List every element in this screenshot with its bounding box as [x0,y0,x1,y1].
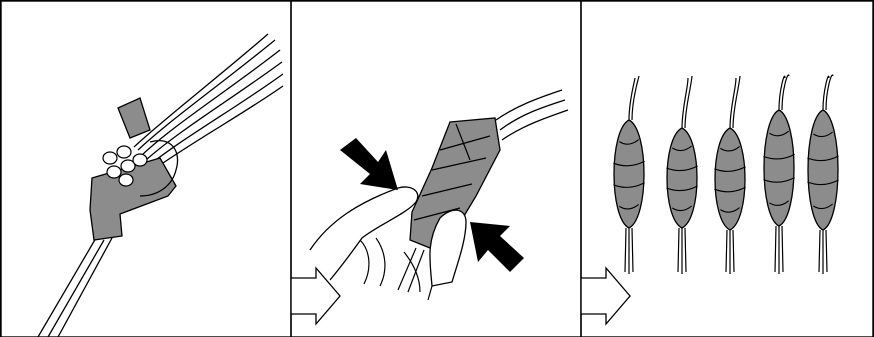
wire-top [682,76,692,128]
tape-body [614,120,644,228]
wrapped-bundle [666,76,697,274]
wrapped-bundles-group [613,75,838,274]
wire-top [730,76,740,128]
tape-tab [118,98,150,138]
press-arrow-right-icon [470,222,524,272]
wire-bottom [726,230,734,274]
panel-2-hand-press [291,1,581,337]
cable-upper [496,90,568,140]
wire-bottom [775,226,783,274]
panel-1-tape-wrap-start [1,1,291,337]
tape-body [667,128,697,228]
wire-bundle-upper [134,34,283,172]
arrow-right-icon [581,268,630,324]
tape-body [715,128,745,230]
wire-top [823,75,833,110]
wrapped-bundle [714,76,745,274]
right-hand-palm [404,252,432,300]
wire-top [779,75,789,110]
left-hand [310,187,418,280]
cable-lower [38,238,112,337]
wire-bottom [625,228,633,274]
press-arrow-left-icon [340,138,398,190]
wire-bottom [819,230,827,274]
wrapped-bundle [807,75,838,274]
wire-top [629,76,639,120]
wire-bottom [678,228,686,274]
left-hand-fingers [360,238,385,286]
wrapped-bundle [613,76,644,274]
tape-body [808,110,838,230]
tape-body [764,110,794,226]
wrapped-bundle [763,75,794,274]
